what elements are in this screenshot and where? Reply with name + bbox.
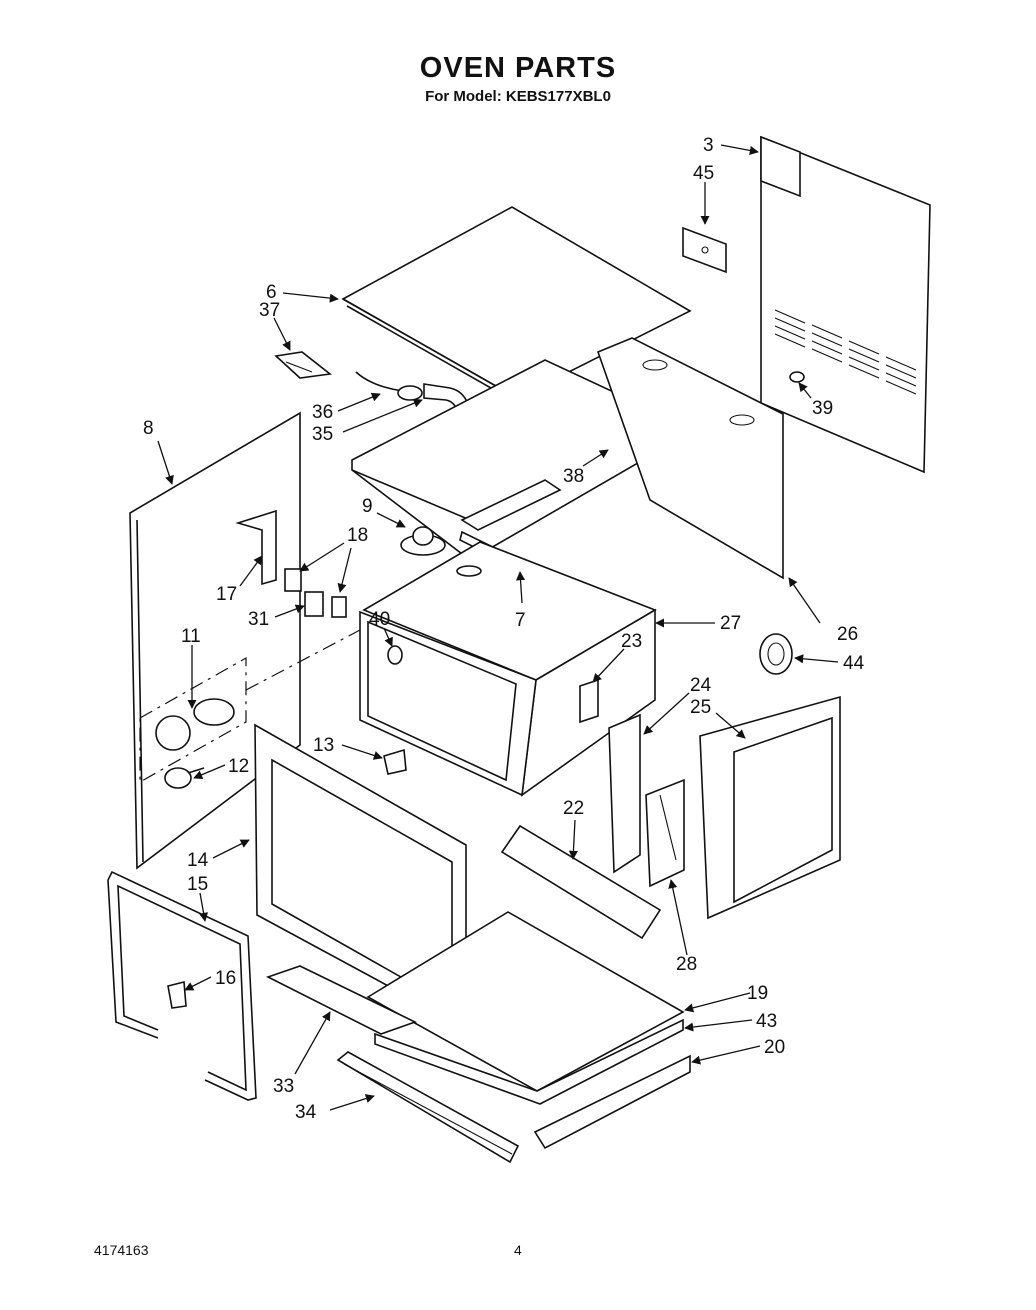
callout-3: 3: [703, 135, 714, 156]
callout-8: 8: [143, 418, 154, 439]
callout-labels: 3 45 6 37 36 35 39 8 38 9 18 17 31 7 27 …: [143, 135, 865, 1123]
burner-part-9: [400, 526, 446, 556]
callout-33: 33: [273, 1076, 294, 1097]
bracket-part-37: [274, 351, 332, 379]
callout-23: 23: [621, 631, 642, 652]
callout-12: 12: [228, 756, 249, 777]
page-number: 4: [514, 1242, 522, 1258]
callout-37: 37: [259, 300, 280, 321]
bracket-part-45: [682, 226, 727, 274]
callout-34: 34: [295, 1102, 317, 1123]
callout-20: 20: [764, 1037, 785, 1058]
callout-40: 40: [369, 609, 390, 630]
page-title: OVEN PARTS: [419, 52, 617, 84]
side-panel-part-26: [596, 337, 784, 580]
callout-22: 22: [563, 798, 584, 819]
toe-kick-part-34: [336, 1051, 520, 1164]
bottom-panel-part-43: [374, 1018, 684, 1105]
callout-45: 45: [693, 163, 714, 184]
plate-part-33: [265, 965, 418, 1035]
switch-part-18: [284, 568, 347, 618]
callout-14: 14: [187, 850, 209, 871]
light-assembly-part-11: [139, 629, 361, 784]
rail-part-22: [500, 824, 662, 940]
callout-13: 13: [313, 735, 334, 756]
baffle-part-38: [351, 359, 697, 561]
callout-26: 26: [837, 624, 858, 645]
callout-17: 17: [216, 584, 237, 605]
callout-7: 7: [515, 610, 526, 631]
callout-28: 28: [676, 954, 697, 975]
callout-27: 27: [720, 613, 741, 634]
callout-36: 36: [312, 402, 333, 423]
clip-part-16: [167, 980, 187, 1009]
wiring-part-36: [355, 371, 423, 401]
clip-part-39: [789, 371, 805, 383]
callout-16: 16: [215, 968, 236, 989]
model-subtitle: For Model: KEBS177XBL0: [425, 88, 611, 105]
bracket-part-23: [579, 678, 599, 724]
hinge-part-28: [645, 778, 685, 888]
callout-11: 11: [181, 626, 201, 647]
callout-18: 18: [347, 525, 368, 546]
callout-25: 25: [690, 697, 711, 718]
callout-35: 35: [312, 424, 333, 445]
callout-43: 43: [756, 1011, 777, 1032]
bottom-rail-part-20: [533, 1054, 691, 1150]
callout-19: 19: [747, 983, 768, 1004]
callout-24: 24: [690, 675, 712, 696]
document-number: 4174163: [94, 1242, 149, 1258]
gasket-part-15: [107, 870, 257, 1101]
callout-15: 15: [187, 874, 208, 895]
bracket-part-24: [608, 713, 641, 874]
plug-part-40: [387, 645, 403, 665]
callout-38: 38: [563, 466, 584, 487]
bulb-part-12: [164, 767, 205, 789]
callout-39: 39: [812, 398, 833, 419]
callout-9: 9: [362, 496, 373, 517]
callout-44: 44: [843, 653, 865, 674]
bracket-part-17: [235, 509, 277, 586]
switch-part-31: [304, 591, 324, 617]
ring-part-44: [759, 633, 793, 675]
callout-6: 6: [266, 282, 277, 303]
door-part-25: [699, 695, 841, 920]
rear-panel-part-3: [760, 135, 931, 474]
callout-31: 31: [248, 609, 269, 630]
bottom-panel-part-19: [366, 911, 685, 1092]
latch-part-13: [383, 748, 407, 775]
leader-lines: [157, 144, 839, 1111]
